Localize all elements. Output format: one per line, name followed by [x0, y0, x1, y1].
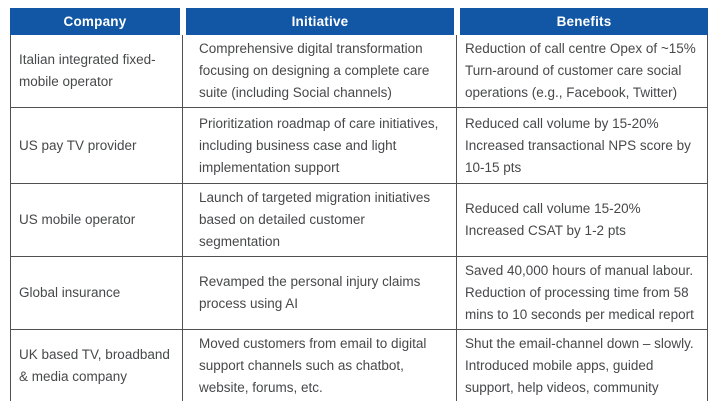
table-row: US pay TV provider Prioritization roadma… [11, 107, 707, 183]
table-row: Italian integrated fixed-mobile operator… [11, 35, 707, 107]
table-row: US mobile operator Launch of targeted mi… [11, 183, 707, 256]
benefits-cell: Shut the email-channel down – slowly. In… [457, 330, 707, 401]
benefit-item: Shut the email-channel down – slowly. [465, 336, 694, 351]
header-cell-company: Company [10, 8, 180, 35]
header-cell-initiative: Initiative [186, 8, 454, 35]
table-body: Italian integrated fixed-mobile operator… [10, 35, 708, 401]
benefit-item: Introduced mobile apps, guided support, … [465, 358, 659, 395]
benefit-item: Increased transactional NPS score by 10-… [465, 137, 691, 175]
table-row: Global insurance Revamped the personal i… [11, 256, 707, 329]
initiative-cell: Prioritization roadmap of care initiativ… [183, 108, 457, 183]
company-cell: Italian integrated fixed-mobile operator [11, 35, 183, 107]
company-cell: UK based TV, broadband & media company [11, 330, 183, 401]
benefit-item: Turn-around of customer care social oper… [465, 63, 682, 100]
company-cell: US pay TV provider [11, 108, 183, 183]
benefit-item: Reduced call volume by 15-20% [465, 115, 659, 131]
company-cell: Global insurance [11, 257, 183, 329]
initiative-cell: Launch of targeted migration initiatives… [183, 184, 457, 256]
header-cell-benefits: Benefits [460, 8, 708, 35]
initiative-cell: Comprehensive digital transformation foc… [183, 35, 457, 107]
benefit-item: Reduction of processing time from 58 min… [465, 285, 694, 322]
company-cell: US mobile operator [11, 184, 183, 256]
table-header-row: Company Initiative Benefits [10, 8, 708, 35]
case-study-table: Company Initiative Benefits Italian inte… [10, 8, 708, 401]
benefit-item: Saved 40,000 hours of manual labour. [465, 263, 694, 278]
benefits-cell: Reduced call volume by 15-20% Increased … [457, 108, 707, 183]
benefit-item: Reduced call volume 15-20% [465, 201, 641, 216]
benefits-cell: Saved 40,000 hours of manual labour. Red… [457, 257, 707, 329]
benefit-item: Reduction of call centre Opex of ~15% [465, 41, 696, 56]
benefit-item: Increased CSAT by 1-2 pts [465, 223, 626, 238]
table-row: UK based TV, broadband & media company M… [11, 329, 707, 401]
benefits-cell: Reduced call volume 15-20% Increased CSA… [457, 184, 707, 256]
initiative-cell: Revamped the personal injury claims proc… [183, 257, 457, 329]
benefits-cell: Reduction of call centre Opex of ~15% Tu… [457, 35, 707, 107]
initiative-cell: Moved customers from email to digital su… [183, 330, 457, 401]
